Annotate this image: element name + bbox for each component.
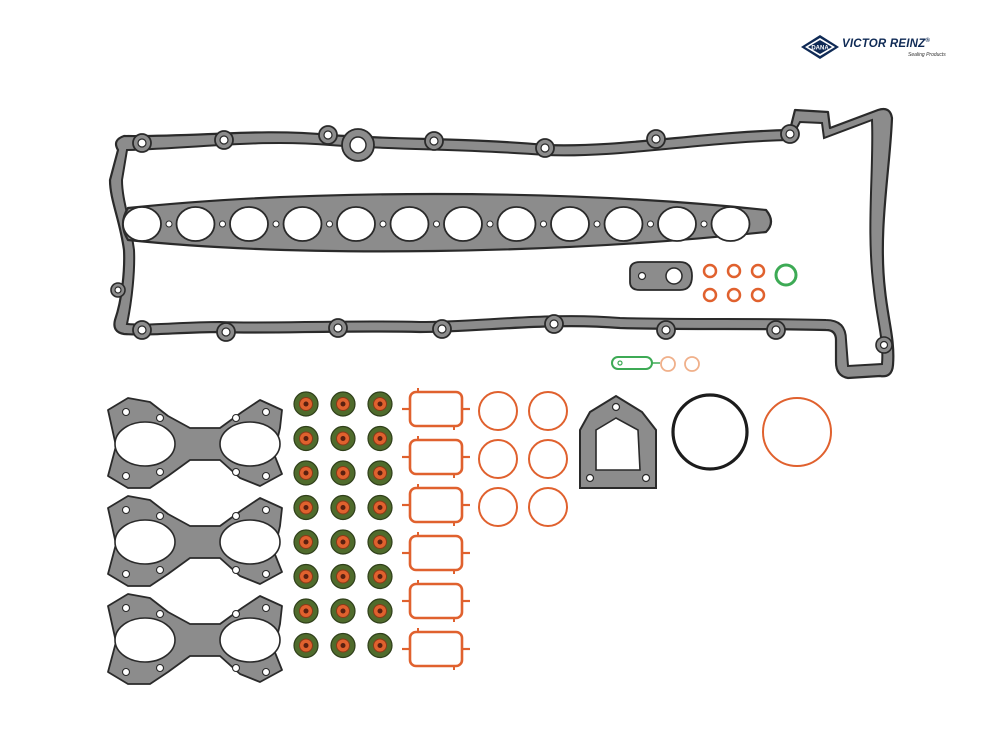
valve-stem-seal — [367, 563, 393, 590]
large-black-oring — [671, 393, 749, 471]
cylinder-hole — [496, 206, 547, 242]
center-hole-gasket — [121, 192, 773, 253]
orange-oring — [478, 487, 518, 527]
cylinder-hole — [175, 206, 226, 242]
small-green-gasket — [611, 356, 700, 372]
small-flange-gasket — [629, 261, 693, 291]
bolt-hole-large — [341, 128, 375, 162]
intake-gasket — [402, 580, 470, 622]
bolt-hole — [318, 125, 338, 145]
intake-gasket — [402, 532, 470, 574]
valve-stem-seal — [367, 494, 393, 521]
valve-stem-seal — [293, 529, 319, 555]
valve-stem-seal — [330, 494, 356, 521]
bolt-hole — [780, 124, 800, 144]
turbo-flange-gasket — [579, 394, 657, 489]
dana-diamond-icon: DANA — [801, 35, 839, 59]
valve-stem-seal — [293, 494, 319, 521]
orange-orings — [478, 391, 568, 527]
small-ring — [702, 287, 718, 303]
valve-stem-seal — [330, 391, 356, 417]
bolt-hole — [424, 131, 444, 151]
valve-stem-seal — [330, 529, 356, 555]
valve-stem-seal — [293, 598, 319, 624]
cylinder-hole — [282, 206, 333, 242]
valve-stem-seal — [330, 460, 356, 486]
cylinder-hole — [389, 206, 440, 242]
bolt-hole — [328, 318, 348, 338]
valve-stem-seal — [293, 391, 319, 417]
intake-gasket — [402, 436, 470, 478]
small-orange-rings — [702, 263, 766, 303]
cylinder-hole — [657, 206, 708, 242]
intake-gasket — [402, 628, 470, 670]
valve-stem-seals — [293, 391, 393, 659]
bolt-hole — [132, 133, 152, 153]
valve-stem-seal — [367, 632, 393, 659]
bolt-hole — [544, 314, 564, 334]
bolt-hole — [656, 320, 676, 340]
valve-stem-seal — [293, 632, 319, 659]
cylinder-hole — [710, 206, 751, 242]
valve-stem-seal — [367, 529, 393, 555]
green-oring — [774, 263, 798, 287]
valve-stem-seal — [367, 391, 393, 417]
logo-mark-text: DANA — [811, 46, 829, 52]
valve-stem-seal — [367, 425, 393, 452]
valve-stem-seal — [330, 425, 356, 452]
valve-stem-seal — [293, 425, 319, 452]
side-bolt-hole — [875, 336, 893, 354]
small-ring — [726, 263, 742, 279]
valve-stem-seal — [367, 598, 393, 624]
bolt-hole — [646, 129, 666, 149]
bolt-hole — [766, 320, 786, 340]
cylinder-hole — [550, 206, 601, 242]
orange-oring — [478, 391, 518, 431]
center-holes — [122, 206, 751, 242]
bolt-hole — [432, 319, 452, 339]
valve-stem-seal — [330, 598, 356, 624]
valve-stem-seal — [293, 460, 319, 486]
exhaust-manifold-gaskets — [107, 397, 283, 685]
orange-oring — [528, 391, 568, 431]
logo-tagline: Sealing Products — [908, 52, 946, 58]
orange-oring — [528, 439, 568, 479]
valve-stem-seal — [330, 563, 356, 590]
intake-gaskets — [402, 388, 470, 670]
orange-oring — [478, 439, 518, 479]
valve-stem-seal — [367, 460, 393, 486]
bolt-hole — [216, 322, 236, 342]
large-orange-oring — [762, 397, 832, 467]
cylinder-hole — [336, 206, 387, 242]
small-ring — [702, 263, 718, 279]
valve-stem-seal — [330, 632, 356, 659]
cylinder-hole — [603, 206, 654, 242]
exhaust-gasket — [107, 397, 283, 489]
valve-stem-seal — [293, 563, 319, 590]
side-bolt-hole — [110, 282, 126, 298]
bolt-hole — [132, 320, 152, 340]
bolt-hole — [214, 130, 234, 150]
intake-gasket — [402, 388, 470, 430]
small-ring — [750, 287, 766, 303]
small-ring — [726, 287, 742, 303]
cylinder-hole — [122, 206, 173, 242]
victor-reinz-logo: DANA VICTOR REINZ® Sealing Products — [800, 34, 946, 60]
orange-oring — [528, 487, 568, 527]
small-ring — [750, 263, 766, 279]
cylinder-hole — [229, 206, 280, 242]
bolt-hole — [535, 138, 555, 158]
valve-cover-bolt-holes — [110, 124, 893, 354]
exhaust-gasket — [107, 495, 283, 587]
exhaust-gasket — [107, 593, 283, 685]
cylinder-hole — [443, 206, 494, 242]
logo-brand-text: VICTOR REINZ® — [842, 38, 930, 50]
intake-gasket — [402, 484, 470, 526]
